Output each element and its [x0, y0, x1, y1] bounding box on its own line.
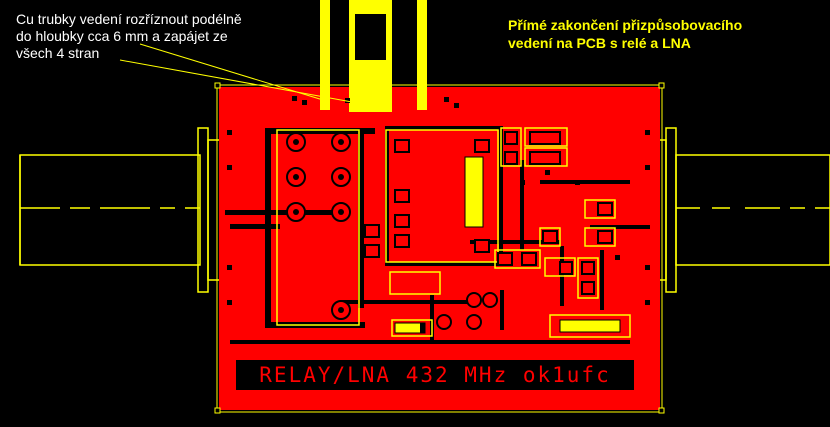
board-outline [214, 82, 665, 414]
silkscreen [276, 127, 631, 338]
relay-outline [276, 129, 360, 326]
annotation-arrows [119, 43, 353, 103]
left-coax-connector [19, 127, 221, 293]
left-annotation: Cu trubky vedení rozříznout podélně do h… [16, 11, 242, 61]
copper-isolation [225, 126, 650, 390]
yellow-component [464, 156, 484, 228]
relay2-outline [385, 129, 499, 263]
pads [227, 96, 650, 330]
diodes [394, 319, 621, 334]
pcb-label: RELAY/LNA 432 MHz ok1ufc [259, 363, 610, 387]
right-annotation: Přímé zakončení přizpůsobovacího vedení … [508, 17, 743, 51]
copper-tubes [320, 0, 427, 112]
